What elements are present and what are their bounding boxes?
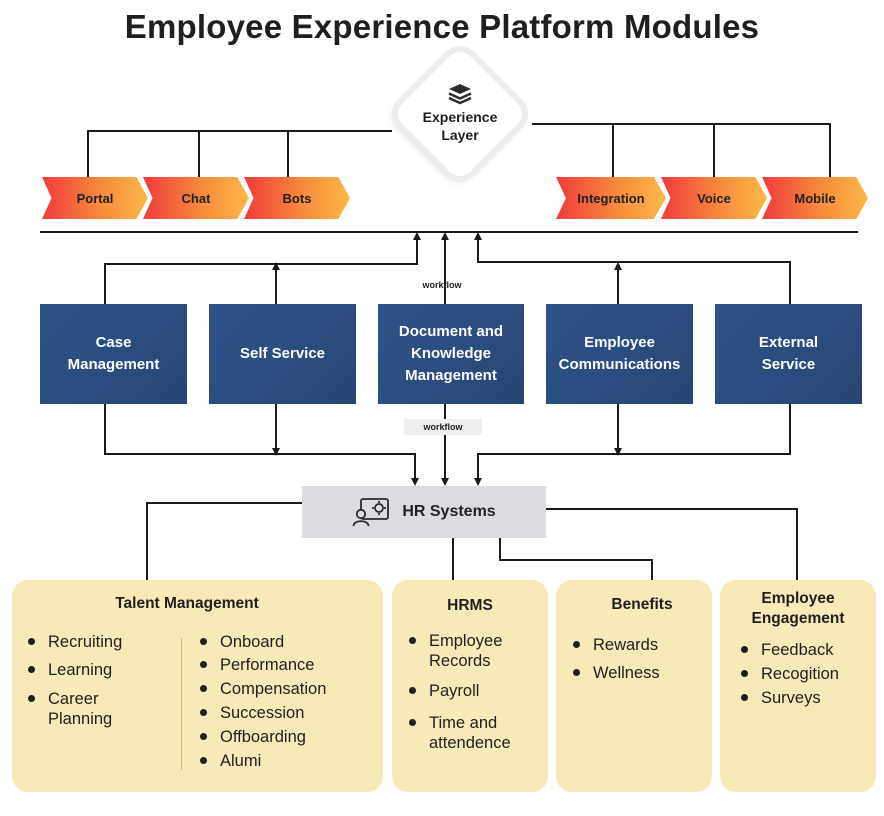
list-item: Performance <box>200 655 314 675</box>
list-item: Surveys <box>741 688 821 708</box>
talent-divider <box>181 638 182 770</box>
channel-bots: Bots <box>244 177 350 219</box>
hr-systems-box: HR Systems <box>302 486 546 538</box>
layers-icon <box>448 84 472 105</box>
card-title-talent: Talent Management <box>115 595 259 612</box>
connector-talent <box>146 502 302 580</box>
arrow-external-up <box>474 232 791 304</box>
list-item: Offboarding <box>200 727 306 747</box>
list-item: Recogition <box>741 664 839 684</box>
list-item: Rewards <box>573 635 658 655</box>
list-item: Onboard <box>200 632 284 652</box>
list-item: Wellness <box>573 663 660 683</box>
arrow-external-down <box>474 404 791 486</box>
list-item: Alumi <box>200 751 261 771</box>
arrow-case-up <box>104 232 421 304</box>
list-item: Compensation <box>200 679 326 699</box>
card-hrms <box>392 580 548 792</box>
list-item: Succession <box>200 703 304 723</box>
card-employee-engagement <box>720 580 876 792</box>
channel-chat: Chat <box>143 177 249 219</box>
channel-voice: Voice <box>661 177 767 219</box>
hr-systems-label: HR Systems <box>402 503 496 520</box>
module-external-service: External Service <box>715 304 862 404</box>
module-employee-communications: Employee Communications <box>546 304 693 404</box>
module-case-management: Case Management <box>40 304 187 404</box>
card-title-hrms: HRMS <box>447 597 493 614</box>
module-self-service: Self Service <box>209 304 356 404</box>
connector-mobile <box>532 123 831 178</box>
list-item: Time and attendence <box>409 713 511 753</box>
connector-engagement <box>546 508 798 580</box>
card-talent-management <box>12 580 383 792</box>
connector-portal <box>87 130 392 178</box>
list-item: Employee Records <box>409 631 502 671</box>
experience-layer: Experience Layer <box>388 82 532 144</box>
channel-integration: Integration <box>556 177 666 219</box>
list-item: Payroll <box>409 681 479 701</box>
experience-layer-label: Experience Layer <box>422 109 498 143</box>
workflow-label-top: workflow <box>422 280 462 290</box>
card-title-benefits: Benefits <box>611 596 673 613</box>
channel-portal: Portal <box>42 177 148 219</box>
channel-mobile: Mobile <box>762 177 868 219</box>
list-item: Learning <box>28 660 112 680</box>
card-title-engagement: Employee Engagement <box>751 590 845 627</box>
list-item: Recruiting <box>28 632 122 652</box>
list-item: Career Planning <box>28 689 112 729</box>
module-document-knowledge: Document and Knowledge Management <box>378 304 524 404</box>
connector-benefits <box>499 538 653 580</box>
page-title: Employee Experience Platform Modules <box>124 8 760 45</box>
list-item: Feedback <box>741 640 833 660</box>
card-benefits <box>556 580 712 792</box>
hr-systems-icon <box>352 498 390 527</box>
arrow-case-down <box>104 404 419 486</box>
workflow-label-bottom: workflow <box>404 419 482 435</box>
